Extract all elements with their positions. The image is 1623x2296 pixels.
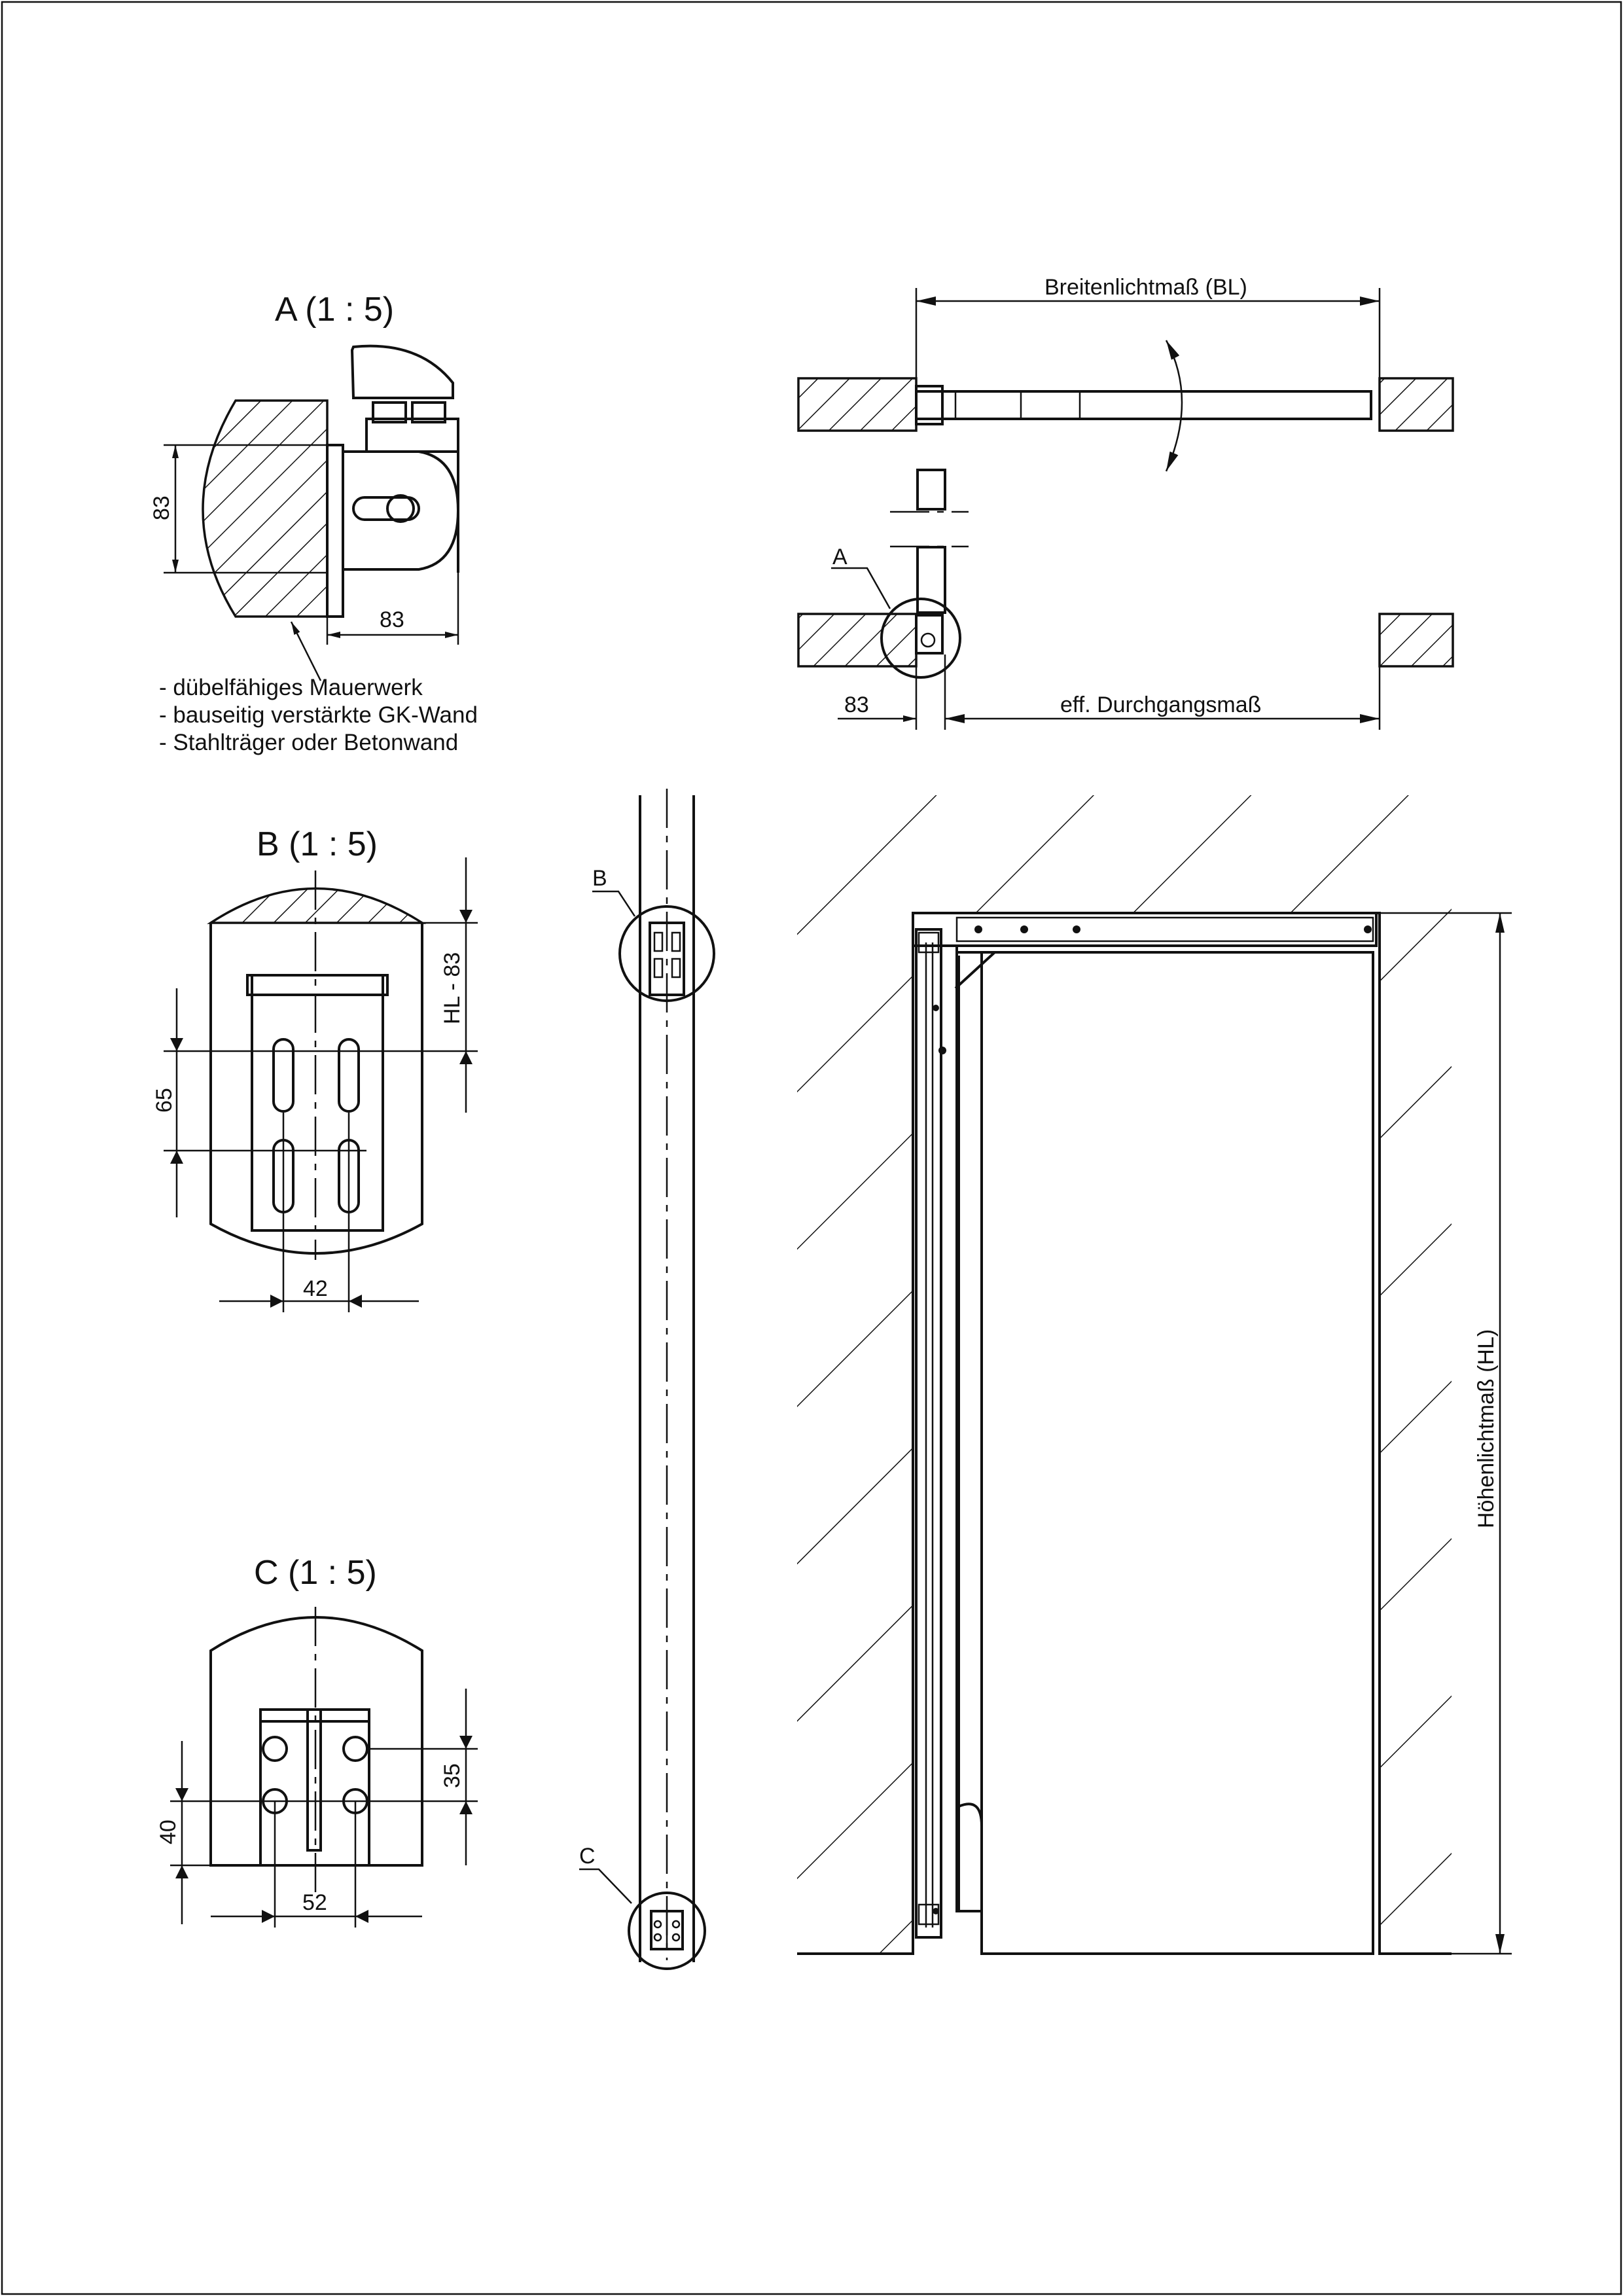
elevation-wall (797, 795, 1452, 1954)
detail-b-dim-horizontal: 42 (303, 1276, 328, 1301)
detail-c-bolt-2 (342, 1736, 368, 1762)
plan-wall-left-top (797, 377, 918, 432)
detail-b-slot-1 (272, 1038, 294, 1113)
detail-a-wall-plate (326, 444, 344, 618)
detail-a-wall (202, 399, 329, 618)
plan-door-leaf-closed-top (916, 469, 946, 511)
plan-callout-a: A (832, 545, 847, 569)
detail-a-nut-block (365, 418, 459, 453)
elevation-dim-hl: Höhenlichtmaß (HL) (1474, 1329, 1499, 1528)
detail-b-ceiling (207, 887, 426, 924)
note-line-2: - bauseitig verstärkte GK-Wand (159, 702, 478, 728)
plan-dim-bl: Breitenlichtmaß (BL) (1044, 275, 1247, 300)
detail-c-plate (209, 1616, 423, 1867)
detail-a-title: A (1 : 5) (275, 291, 394, 329)
plan-dim-passage: eff. Durchgangsmaß (1060, 692, 1261, 717)
elevation-top-rail (912, 912, 1378, 947)
plan-view: Breitenlichtmaß (BL) A 83 eff. Durchgang… (797, 275, 1454, 730)
detail-b-title: B (1 : 5) (257, 825, 378, 863)
detail-a-cover (350, 344, 454, 399)
section-view: B C (579, 789, 715, 1970)
plan-dim-offset: 83 (844, 692, 869, 717)
detail-c-dim-left: 40 (156, 1820, 181, 1844)
section-callout-c-circle (628, 1892, 706, 1970)
detail-b-bracket (251, 974, 384, 1232)
detail-b: B (1 : 5) 65 HL - 83 42 (152, 825, 478, 1312)
detail-b-dim-top: HL - 83 (440, 952, 465, 1024)
detail-b-plate (209, 923, 423, 1255)
detail-c-bolt-1 (262, 1736, 288, 1762)
detail-c: C (1 : 5) 35 40 52 (156, 1554, 478, 1928)
detail-a-dim-height: 83 (149, 495, 174, 520)
detail-a-leader (290, 621, 322, 681)
elevation-view: Höhenlichtmaß (HL) (797, 795, 1512, 1955)
plan-wall-left-bottom (797, 613, 918, 668)
detail-c-title: C (1 : 5) (254, 1554, 377, 1592)
section-callout-c: C (579, 1844, 596, 1869)
section-callout-b: B (592, 866, 607, 891)
elevation-door-leaf (980, 951, 1374, 1955)
elevation-hinge-post (915, 928, 942, 1939)
detail-a-nut-left (372, 401, 407, 423)
plan-rotation-arrow (1165, 340, 1183, 472)
detail-b-dim-vertical: 65 (152, 1088, 177, 1113)
detail-a: A (1 : 5) 83 83 (149, 291, 460, 681)
plan-door-leaf-closed (916, 546, 946, 614)
plan-callout-a-circle (880, 598, 961, 679)
detail-c-dim-right: 35 (440, 1763, 465, 1788)
detail-a-nut-right (411, 401, 446, 423)
mounting-notes: - dübelfähiges Mauerwerk - bauseitig ver… (159, 675, 478, 755)
plan-wall-right-top (1378, 377, 1454, 432)
plan-door-leaf-open (915, 390, 1372, 420)
detail-c-dim-horizontal: 52 (302, 1890, 327, 1915)
detail-a-bolt (386, 494, 415, 523)
note-line-3: - Stahlträger oder Betonwand (159, 730, 458, 755)
detail-b-slot-2 (338, 1038, 360, 1113)
section-callout-b-circle (618, 905, 715, 1002)
plan-wall-right-bottom (1378, 613, 1454, 668)
detail-a-dim-width: 83 (380, 607, 404, 632)
detail-a-slot (352, 496, 420, 521)
note-line-1: - dübelfähiges Mauerwerk (159, 675, 423, 700)
detail-a-bracket (342, 450, 460, 571)
